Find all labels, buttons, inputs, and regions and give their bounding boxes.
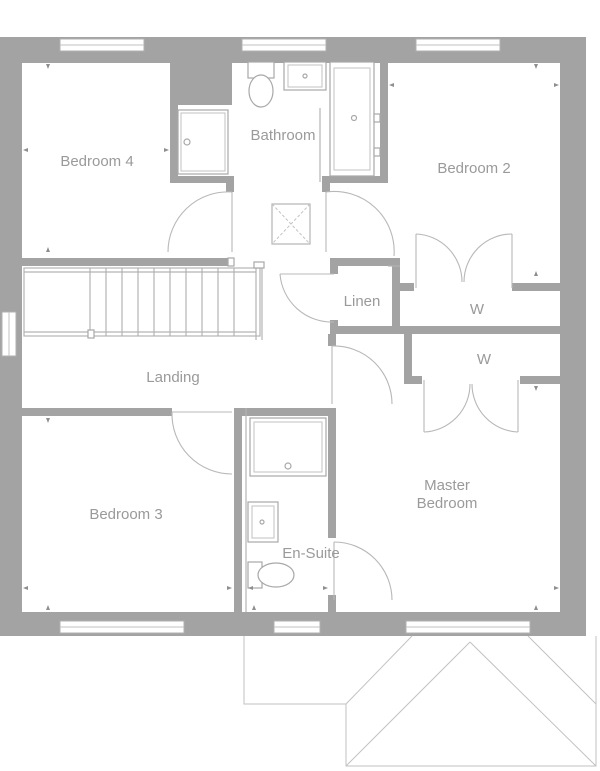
- porch-roof: [243, 635, 597, 767]
- staircase: [23, 257, 265, 340]
- dimension-markers: [23, 64, 559, 610]
- label-master-line2: Bedroom: [417, 495, 478, 512]
- label-bedroom-4: Bedroom 4: [60, 153, 133, 170]
- label-bedroom-2: Bedroom 2: [437, 160, 510, 177]
- internal-walls: [22, 63, 560, 614]
- label-landing: Landing: [146, 369, 199, 386]
- label-bathroom: Bathroom: [250, 127, 315, 144]
- label-wardrobe-upper: W: [470, 301, 485, 318]
- windows: [1, 38, 531, 634]
- label-wardrobe-lower: W: [477, 351, 492, 368]
- label-bedroom-3: Bedroom 3: [89, 506, 162, 523]
- bathroom-fixtures: [177, 61, 381, 177]
- loft-hatch: [271, 203, 311, 245]
- label-linen: Linen: [344, 293, 381, 310]
- label-ensuite: En-Suite: [282, 545, 340, 562]
- room-labels: Bedroom 4 Bathroom Bedroom 2 Linen W W L…: [60, 127, 510, 562]
- label-master-line1: Master: [424, 477, 470, 494]
- doors: [167, 190, 519, 601]
- interior-lines: [245, 108, 400, 612]
- ensuite-fixtures: [247, 417, 327, 589]
